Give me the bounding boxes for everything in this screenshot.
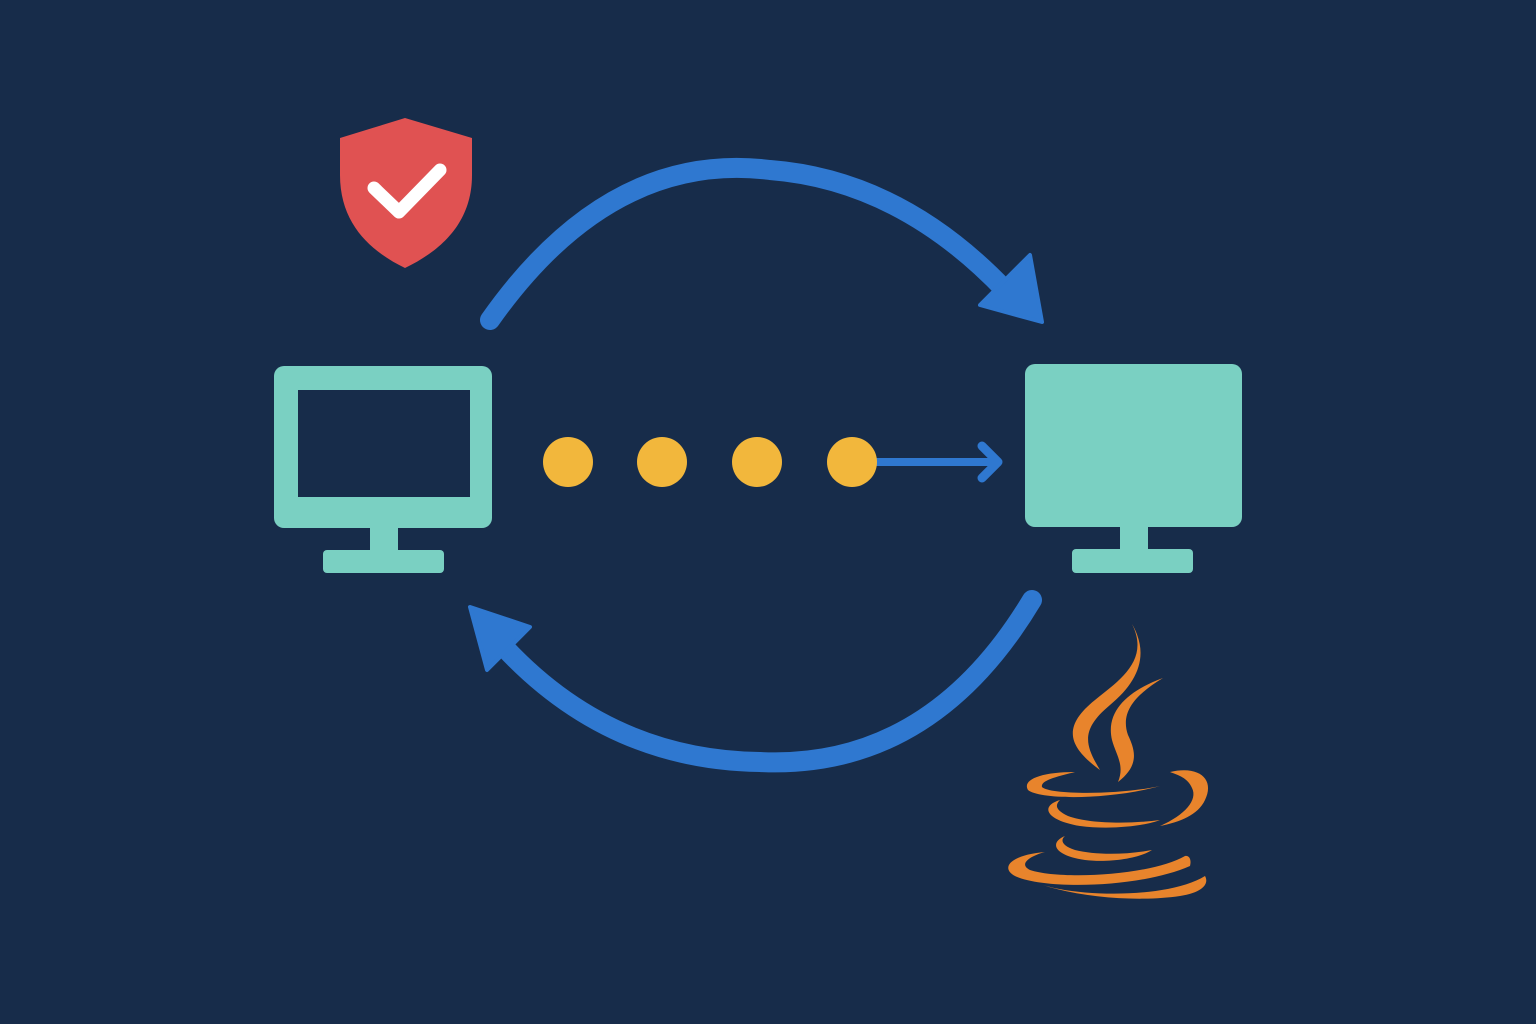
transfer-dotted-arrow (543, 437, 1003, 487)
transfer-dot (827, 437, 877, 487)
source-monitor-icon (274, 366, 492, 573)
check-icon (367, 163, 447, 219)
transfer-dot (637, 437, 687, 487)
transfer-dot (543, 437, 593, 487)
shield-check-icon (340, 118, 472, 268)
java-coffee-cup-icon (1008, 624, 1209, 899)
top-arc-arrow (480, 157, 1044, 330)
target-monitor-icon (1025, 364, 1242, 573)
arrow-head-icon (977, 441, 1003, 483)
transfer-dot (732, 437, 782, 487)
bottom-arc-arrow (468, 590, 1042, 773)
